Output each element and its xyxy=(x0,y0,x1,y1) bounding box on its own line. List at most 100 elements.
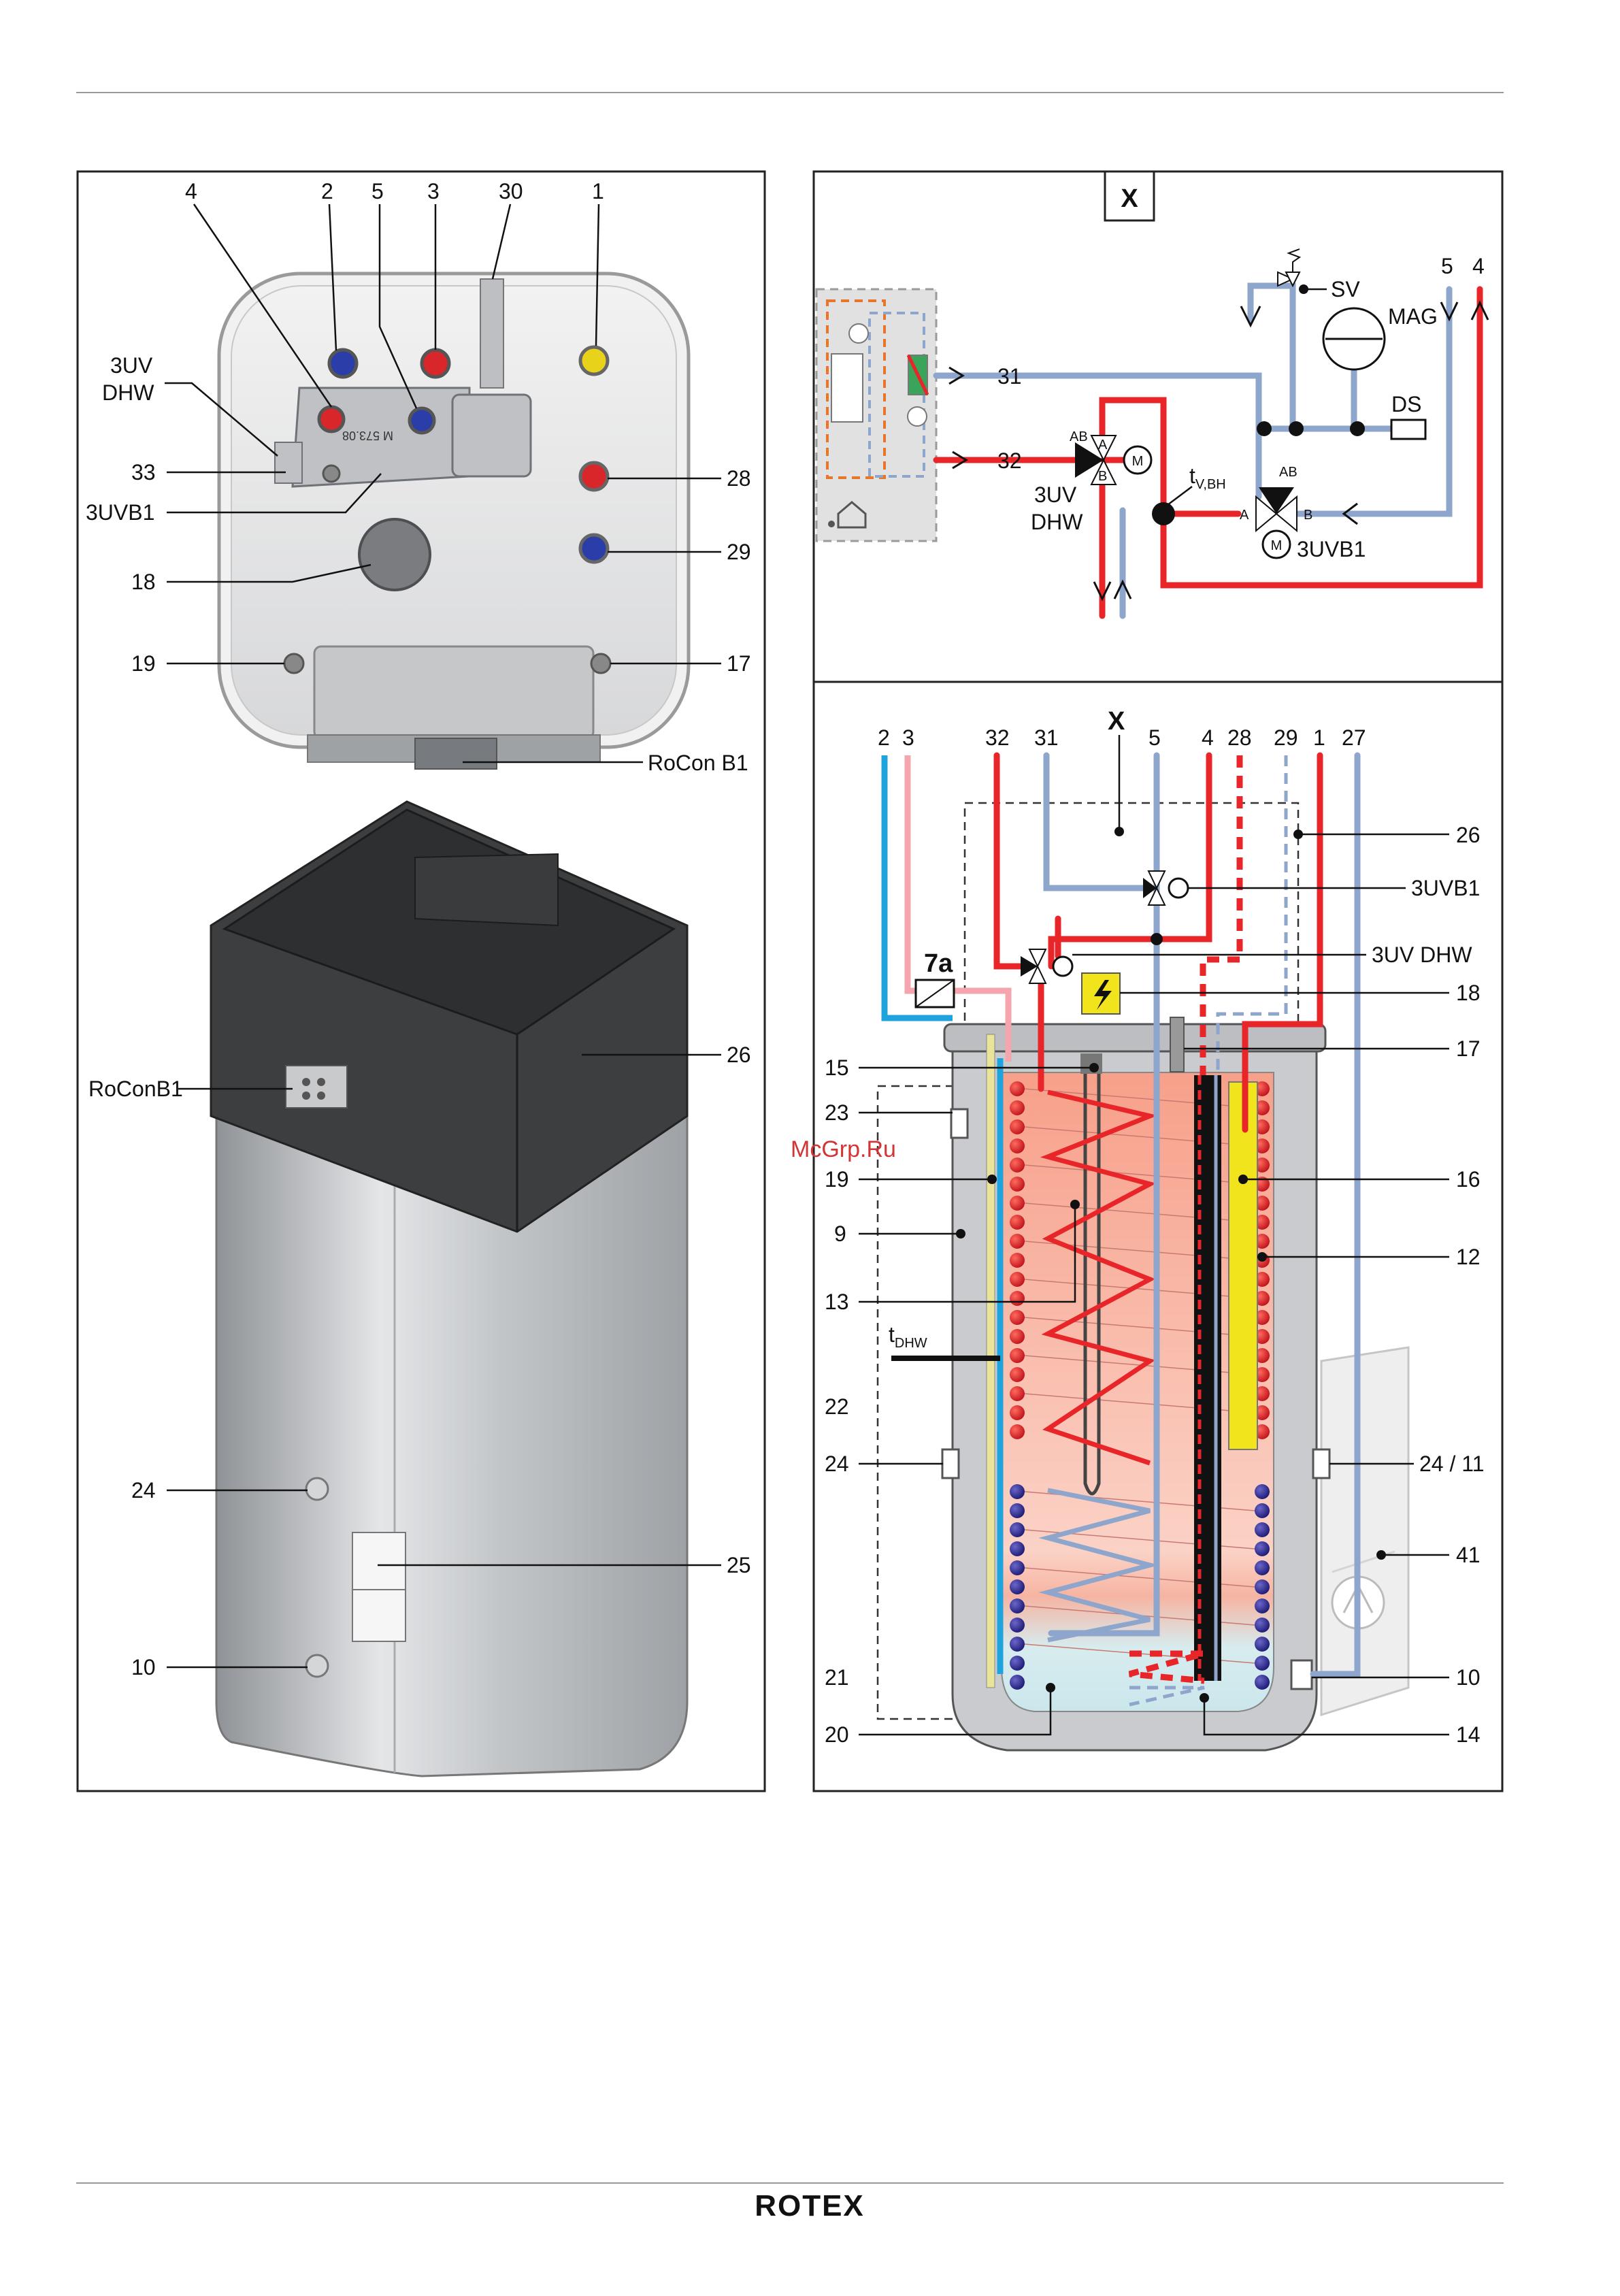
port-b-3uvb1: B xyxy=(1304,508,1312,523)
port-a-3uv: A xyxy=(1098,438,1108,453)
tank-r-2411: 24 / 11 xyxy=(1419,1452,1484,1476)
port-5 xyxy=(410,408,434,433)
tank-top-3: 3 xyxy=(902,725,914,750)
tank-l-19: 19 xyxy=(825,1167,849,1192)
tank-top-32: 32 xyxy=(985,725,1010,750)
label-25: 25 xyxy=(727,1553,751,1577)
tank-top-5: 5 xyxy=(1148,725,1161,750)
port-a-3uvb1: A xyxy=(1240,508,1249,523)
label-1: 1 xyxy=(592,179,604,203)
label-29: 29 xyxy=(727,540,751,564)
valve-mark: M 573.08 xyxy=(342,429,393,442)
tank-l-15: 15 xyxy=(825,1055,849,1080)
tank-top-4: 4 xyxy=(1202,725,1214,750)
port-17 xyxy=(591,654,610,673)
label-33: 33 xyxy=(131,460,156,485)
label-3uvb1-x: 3UVB1 xyxy=(1297,537,1366,561)
port-24 xyxy=(306,1478,328,1500)
tank-top-31: 31 xyxy=(1034,725,1059,750)
label-3uv-x: 3UV xyxy=(1034,482,1077,507)
label-3: 3 xyxy=(427,179,440,203)
footer-logo: ROTEX xyxy=(755,2189,865,2223)
tank-r-10: 10 xyxy=(1456,1665,1481,1690)
port-19 xyxy=(284,654,303,673)
label-19: 19 xyxy=(131,651,156,676)
label-5: 5 xyxy=(371,179,384,203)
tank-top-1: 1 xyxy=(1313,725,1325,750)
label-roconb1: RoConB1 xyxy=(88,1077,183,1101)
fitting-23 xyxy=(951,1109,968,1138)
tank-top-27: 27 xyxy=(1342,725,1366,750)
label-18: 18 xyxy=(131,570,156,594)
tank-r-41: 41 xyxy=(1456,1543,1481,1567)
fitting-24-right xyxy=(1313,1449,1329,1478)
tank-top-28: 28 xyxy=(1227,725,1252,750)
tank-top-2: 2 xyxy=(878,725,890,750)
label-sv: SV xyxy=(1331,277,1360,301)
port-1 xyxy=(580,347,608,374)
port-10 xyxy=(306,1655,328,1677)
label-mag: MAG xyxy=(1388,304,1438,329)
tank-l-9: 9 xyxy=(834,1221,846,1246)
label-5-x: 5 xyxy=(1441,254,1453,278)
tank-l-22: 22 xyxy=(825,1394,849,1419)
tank-l-24: 24 xyxy=(825,1452,849,1476)
solar-tube xyxy=(1229,1082,1257,1449)
port-18 xyxy=(359,519,430,590)
label-30: 30 xyxy=(499,179,523,203)
port-29 xyxy=(580,535,608,562)
motor-3uvb1: M xyxy=(1271,538,1283,553)
tank-r-18: 18 xyxy=(1456,981,1481,1005)
tank-r-12: 12 xyxy=(1456,1245,1481,1269)
schematic-x: X M A xyxy=(816,171,1488,616)
tank-r-14: 14 xyxy=(1456,1722,1481,1747)
label-32: 32 xyxy=(997,448,1022,473)
port-4 xyxy=(319,407,344,431)
label-3uvb1: 3UVB1 xyxy=(86,500,154,525)
rocon-panel xyxy=(286,1066,347,1108)
fitting-10 xyxy=(1291,1660,1312,1689)
pressure-sensor xyxy=(1391,420,1425,439)
port-3 xyxy=(422,350,449,377)
port-ab-3uvb1: AB xyxy=(1279,465,1297,480)
port-2 xyxy=(329,350,357,377)
port-b-3uv: B xyxy=(1098,469,1107,484)
label-17: 17 xyxy=(727,651,751,676)
label-4: 4 xyxy=(185,179,197,203)
tank-l-tdhw: tDHW xyxy=(889,1322,927,1351)
port-28 xyxy=(580,463,608,490)
label-dhw: DHW xyxy=(102,380,154,405)
tank-r-3uvdhw: 3UV DHW xyxy=(1372,942,1472,967)
tank-l-21: 21 xyxy=(825,1665,849,1690)
label-2: 2 xyxy=(321,179,333,203)
watermark: McGrp.Ru xyxy=(791,1136,896,1162)
tank-r-16: 16 xyxy=(1456,1167,1481,1192)
label-3uv: 3UV xyxy=(110,353,153,378)
label-ds: DS xyxy=(1391,392,1421,416)
unit-top-view: M 573.08 xyxy=(219,274,689,769)
tank-top-x: X xyxy=(1108,707,1125,736)
label-rocon-b1: RoCon B1 xyxy=(648,751,748,775)
rocon-housing xyxy=(314,646,593,738)
port-33 xyxy=(323,465,340,482)
tank-r-17: 17 xyxy=(1456,1036,1481,1061)
label-31: 31 xyxy=(997,364,1022,389)
label-24: 24 xyxy=(131,1478,156,1503)
unit-body xyxy=(211,802,687,1776)
label-tvbh: tV,BH xyxy=(1189,463,1226,492)
port-ab-3uv: AB xyxy=(1070,429,1088,444)
tank-l-13: 13 xyxy=(825,1290,849,1314)
fitting-24-left xyxy=(942,1449,959,1478)
tank-l-20: 20 xyxy=(825,1722,849,1747)
label-dhw-x: DHW xyxy=(1031,510,1083,534)
label-4-x: 4 xyxy=(1472,254,1485,278)
tank-section xyxy=(878,755,1408,1750)
label-28: 28 xyxy=(727,466,751,491)
motor-3uv: M xyxy=(1132,454,1144,469)
tank-r-3uvb1: 3UVB1 xyxy=(1411,876,1480,900)
tank-l-23: 23 xyxy=(825,1100,849,1125)
tank-top-29: 29 xyxy=(1274,725,1298,750)
tank-l-7a: 7a xyxy=(924,949,953,978)
label-plate xyxy=(352,1532,406,1641)
